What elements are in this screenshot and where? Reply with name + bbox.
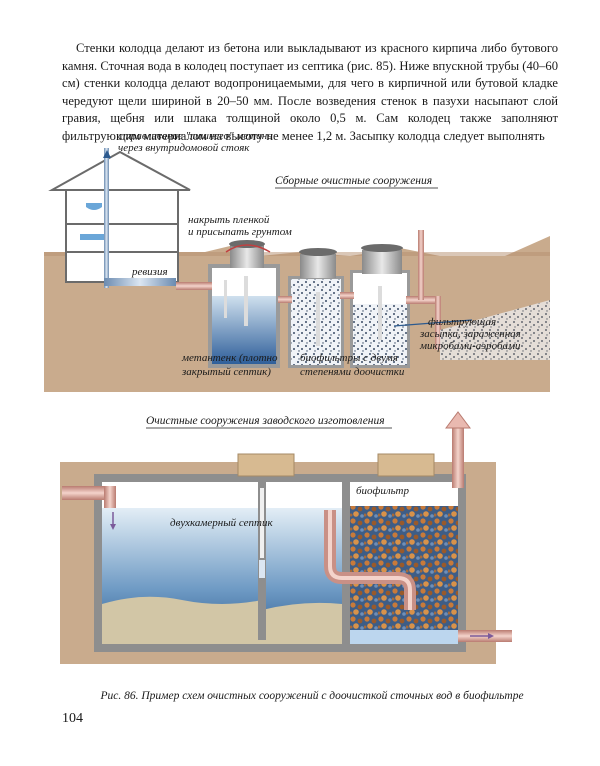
vent-pipe [418,230,424,300]
body-text: Стенки колодца делают из бетона или выкл… [62,41,558,143]
biofilter-tank-2 [350,244,410,368]
two-chamber-septic [102,482,342,644]
label-filter-2: засыпка, зараженная [419,328,521,340]
label-bio-1: биофильтры с двумя [300,352,398,364]
label-septic-1: метантенк (плотно [181,352,278,364]
bottom-figure: Очистные сооружения заводского изготовле… [60,411,512,664]
bottom-figure-header: Очистные сооружения заводского изготовле… [146,415,385,427]
label-cover-2: и присыпать грунтом [188,226,292,238]
vent-pipe-bottom [452,426,464,488]
label-vent-1: стравливание "лишнего" метана [118,130,273,142]
label-cover-1: накрыть пленкой [188,214,270,226]
inlet-pipe-bottom [62,486,110,500]
label-revision: ревизия [131,266,168,278]
label-bio-2: степенями доочистки [300,366,405,378]
label-septic-2: закрытый септик) [181,366,271,378]
label-two-chamber-septic: двухкамерный септик [170,517,273,529]
inlet-pipe [176,282,212,290]
top-figure-header: Сборные очистные сооружения [275,175,432,187]
house [48,148,191,288]
top-figure: Сборные очистные сооружения стравливание… [44,130,550,392]
cover-film [225,244,271,253]
biofilter-tank-1 [288,248,344,368]
body-paragraph: Стенки колодца делают из бетона или выкл… [62,40,558,146]
figure-caption: Рис. 86. Пример схем очистных сооружений… [100,690,524,702]
label-filter-1: фильтрующая [428,316,496,328]
label-biofilter: биофильтр [356,485,409,497]
page-number: 104 [62,711,83,726]
septic-tank-1 [208,240,280,368]
label-vent-2: через внутридомовой стояк [118,142,250,154]
label-filter-3: микробами-аэробами [419,340,521,352]
